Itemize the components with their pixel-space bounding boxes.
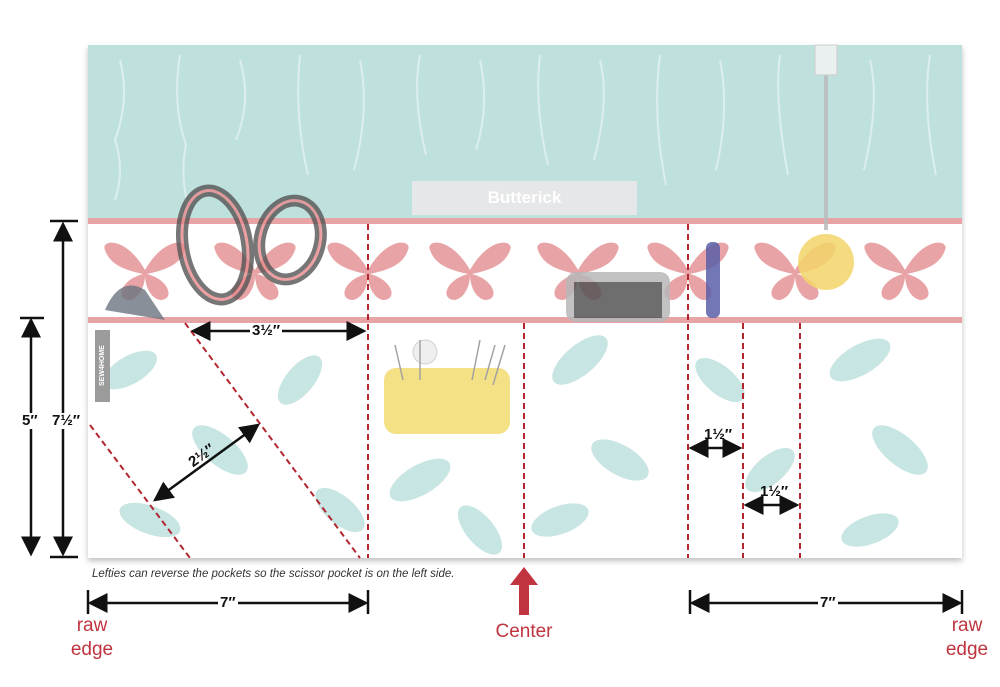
- raw-edge-right-line2: edge: [945, 639, 989, 660]
- left-span-label: 7″: [218, 594, 238, 611]
- pink-stripe-top: [88, 218, 962, 224]
- scissor-pocket-width-label: 3½″: [250, 322, 283, 339]
- phone: [566, 272, 670, 322]
- tape-measure: [798, 44, 854, 290]
- right-span-label: 7″: [818, 594, 838, 611]
- pink-stripe-bottom: [88, 317, 962, 323]
- pen: [706, 242, 720, 318]
- raw-edge-left-line1: raw: [76, 615, 108, 636]
- butterick-pattern-envelope: Butterick: [412, 181, 637, 215]
- sew4home-tag: SEW4HOME: [95, 330, 110, 402]
- lefties-note: Lefties can reverse the pockets so the s…: [92, 568, 455, 580]
- center-arrow-icon: [510, 567, 538, 615]
- raw-edge-right-line1: raw: [951, 615, 983, 636]
- raw-edge-left-label: raw edge: [60, 614, 124, 662]
- pen-pocket-2-label: 1½″: [760, 483, 789, 500]
- raw-edge-left-line2: edge: [70, 639, 114, 660]
- calligraphy-pattern: [113, 54, 937, 206]
- stitch-lines: [89, 224, 801, 559]
- total-height-label: 7½″: [50, 412, 83, 429]
- raw-edge-right-label: raw edge: [935, 614, 999, 662]
- scissors: [105, 184, 327, 320]
- center-label: Center: [495, 621, 553, 642]
- pincushion: [384, 339, 510, 434]
- lower-height-label: 5″: [20, 412, 40, 429]
- pen-pocket-1-label: 1½″: [704, 426, 733, 443]
